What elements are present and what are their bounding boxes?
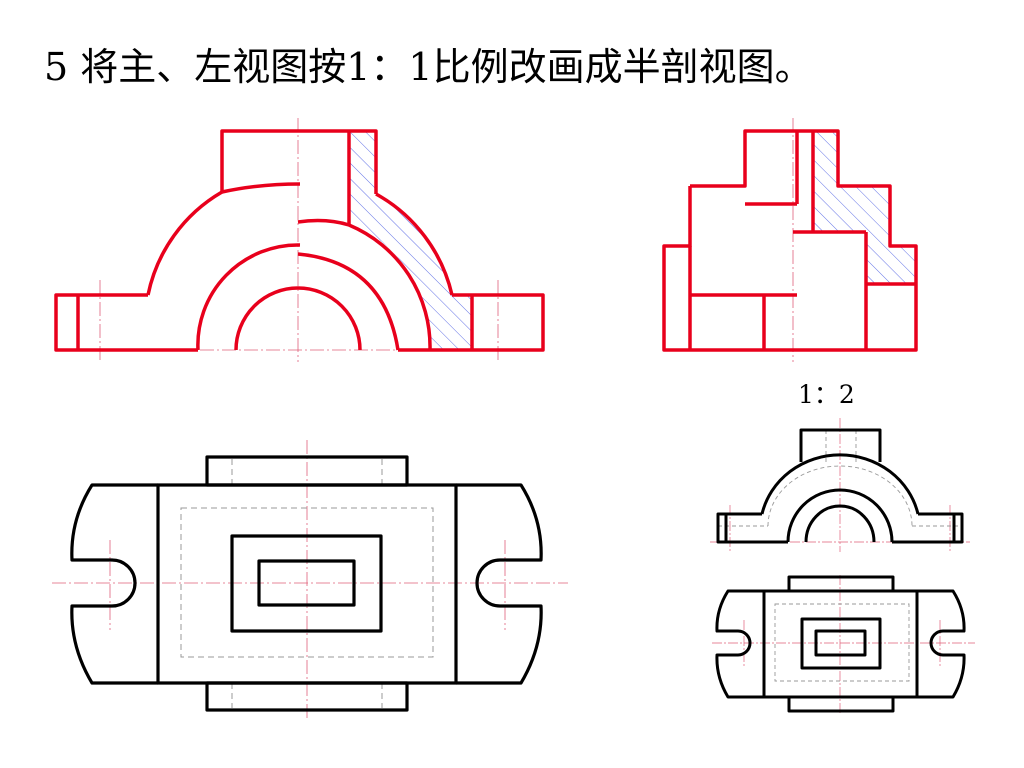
left-view — [662, 118, 918, 362]
small-front-centerlines — [710, 418, 970, 552]
left-view-outline — [662, 129, 918, 352]
page-title: 5 将主、左视图按1：1比例改画成半剖视图。 — [44, 45, 813, 89]
front-view-hatch — [349, 131, 472, 350]
scale-label: 1：2 — [798, 380, 855, 409]
small-front-view — [710, 418, 970, 552]
small-front-outline — [716, 428, 964, 544]
small-top-hidden — [774, 603, 910, 682]
top-view-outline — [70, 455, 543, 712]
front-view-outline — [54, 129, 545, 352]
top-view-centerlines — [52, 440, 568, 720]
top-view-hidden-lines — [180, 459, 434, 708]
left-view-hatch — [813, 131, 916, 284]
small-top-outline — [715, 575, 966, 713]
small-top-view — [712, 575, 975, 715]
small-top-centerlines — [712, 575, 975, 715]
front-view — [54, 118, 545, 362]
top-view — [52, 440, 568, 720]
